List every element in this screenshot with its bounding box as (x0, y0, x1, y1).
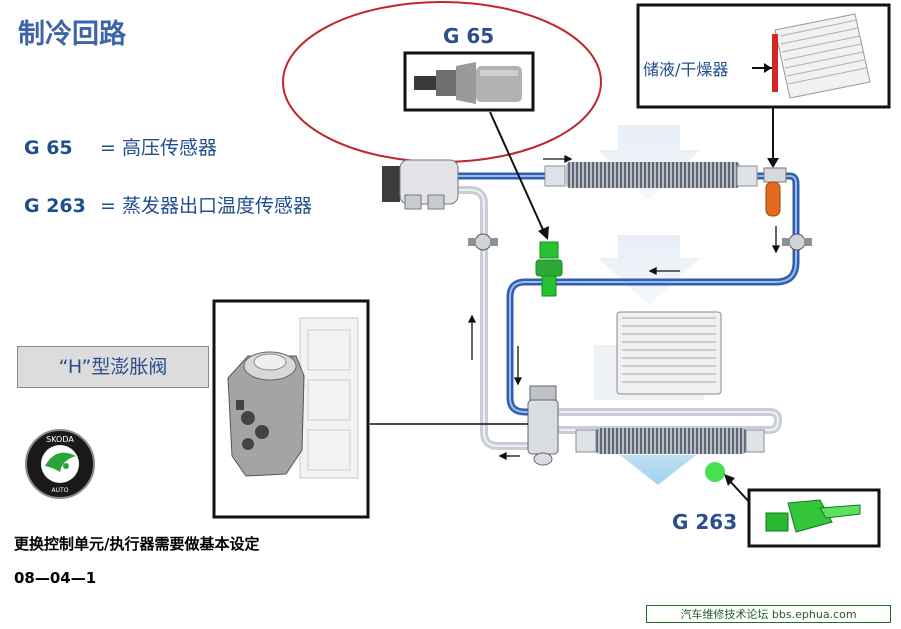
g263-label: G 263 (672, 510, 738, 534)
g65-label: G 65 (443, 24, 495, 48)
dryer-label: 储液/干燥器 (643, 60, 729, 79)
flow-arrows (467, 154, 781, 461)
condenser-coil (544, 162, 758, 188)
legend-g263: G 263 = 蒸发器出口温度传感器 (24, 191, 312, 218)
receiver-dryer-photo (636, 3, 891, 109)
evaporator (616, 311, 722, 395)
h-valve-photo (212, 299, 528, 519)
legend-g65: G 65 = 高压传感器 (24, 133, 217, 160)
g263-sensor-dot (705, 462, 725, 482)
footer-watermark: 汽车维修技术论坛 bbs.ephua.com (646, 605, 891, 623)
page-title: 制冷回路 (18, 19, 126, 50)
expansion-valve-in-circuit (527, 385, 559, 466)
legend-sep: = (100, 195, 116, 217)
legend-text: 高压传感器 (122, 137, 218, 159)
skoda-logo (25, 429, 95, 499)
evaporator-coil (575, 428, 765, 485)
logo-text: SKODA (46, 435, 74, 444)
g65-sensor-in-circuit (535, 241, 563, 297)
service-valve-left (468, 233, 498, 251)
compressor (382, 159, 459, 210)
legend-code: G 263 (24, 195, 86, 217)
bottom-note: 更换控制单元/执行器需要做基本设定 (14, 535, 260, 553)
legend-code: G 65 (24, 137, 73, 159)
g65-pointer-line (489, 111, 545, 233)
bottom-code: 08—04—1 (14, 569, 97, 587)
h-valve-label: “H”型澎胀阀 (17, 346, 209, 388)
high-pressure-line (451, 172, 800, 416)
legend-text: 蒸发器出口温度传感器 (122, 195, 313, 217)
g65-sensor-photo (403, 51, 535, 112)
receiver-dryer-bottle (763, 167, 787, 217)
logo-subtext: AUTO (52, 487, 69, 494)
legend-sep: = (100, 137, 116, 159)
service-valve-right (782, 233, 812, 251)
low-pressure-line (451, 186, 782, 450)
g263-sensor-photo (747, 488, 881, 548)
